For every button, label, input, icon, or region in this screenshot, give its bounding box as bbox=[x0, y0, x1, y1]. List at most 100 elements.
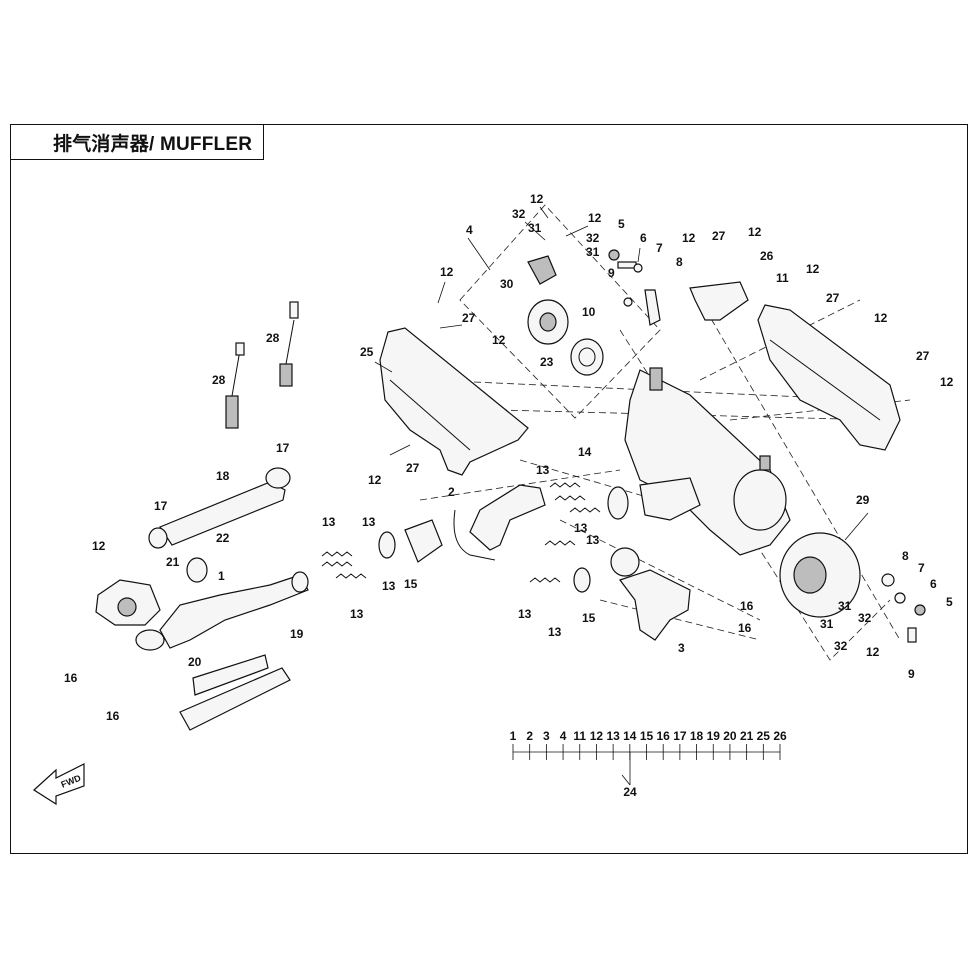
leader-lines bbox=[374, 206, 869, 786]
gasket-10 bbox=[570, 338, 604, 376]
callout-12h: 12 bbox=[440, 265, 454, 279]
callout-27c: 27 bbox=[916, 349, 930, 363]
callout-10: 10 bbox=[582, 305, 596, 319]
callout-27b: 27 bbox=[826, 291, 840, 305]
callout-32a: 32 bbox=[512, 207, 526, 221]
callout-13d: 13 bbox=[350, 607, 364, 621]
callout-8b: 8 bbox=[902, 549, 909, 563]
callout-27d: 27 bbox=[462, 311, 476, 325]
callout-31b: 31 bbox=[586, 245, 600, 259]
hardware-top-5-9 bbox=[608, 249, 661, 326]
heat-shield-11 bbox=[757, 304, 901, 451]
group-member-label: 25 bbox=[757, 729, 771, 743]
muffler-cap-21 bbox=[95, 579, 165, 651]
callout-12a: 12 bbox=[530, 192, 544, 206]
callout-12l: 12 bbox=[866, 645, 880, 659]
callout-9a: 9 bbox=[608, 266, 615, 280]
callout-29: 29 bbox=[856, 493, 870, 507]
callout-31d: 31 bbox=[820, 617, 834, 631]
group-member-label: 1 bbox=[510, 729, 517, 743]
callout-13h: 13 bbox=[518, 607, 532, 621]
end-cap-29 bbox=[733, 469, 861, 618]
callout-7b: 7 bbox=[918, 561, 925, 575]
sleeve-19 bbox=[179, 667, 291, 731]
callout-32b: 32 bbox=[586, 231, 600, 245]
o2-sensor-28b bbox=[279, 301, 299, 387]
diagram-frame bbox=[10, 124, 968, 854]
callout-16d: 16 bbox=[738, 621, 752, 635]
callout-13g: 13 bbox=[586, 533, 600, 547]
callout-12e: 12 bbox=[806, 262, 820, 276]
callout-13e: 13 bbox=[536, 463, 550, 477]
label-20 bbox=[192, 654, 269, 696]
sleeve-14 bbox=[607, 477, 701, 521]
callout-1: 1 bbox=[218, 569, 225, 583]
callout-4: 4 bbox=[466, 223, 473, 237]
head-pipe-2 bbox=[453, 484, 546, 561]
group-member-label: 21 bbox=[740, 729, 754, 743]
callout-16b: 16 bbox=[106, 709, 120, 723]
gasket-22 bbox=[186, 557, 208, 583]
page-title: 排气消声器/ MUFFLER bbox=[53, 133, 253, 155]
callout-31c: 31 bbox=[838, 599, 852, 613]
gasket-15b bbox=[573, 567, 591, 593]
callout-13c: 13 bbox=[382, 579, 396, 593]
callout-18: 18 bbox=[216, 469, 230, 483]
callout-16a: 16 bbox=[64, 671, 78, 685]
pipe-1 bbox=[159, 571, 309, 649]
callout-13i: 13 bbox=[548, 625, 562, 639]
group-member-label: 19 bbox=[707, 729, 721, 743]
group-member-label: 18 bbox=[690, 729, 704, 743]
callout-12b: 12 bbox=[588, 211, 602, 225]
callout-14: 14 bbox=[578, 445, 592, 459]
callout-15b: 15 bbox=[582, 611, 596, 625]
group-member-label: 13 bbox=[606, 729, 620, 743]
callout-13f: 13 bbox=[574, 521, 588, 535]
callout-26: 26 bbox=[760, 249, 774, 263]
group-member-label: 3 bbox=[543, 729, 550, 743]
callout-27e: 27 bbox=[406, 461, 420, 475]
title-box: 排气消声器/ MUFFLER bbox=[10, 124, 264, 160]
callout-16c: 16 bbox=[740, 599, 754, 613]
callout-31a: 31 bbox=[528, 221, 542, 235]
callout-30: 30 bbox=[500, 277, 514, 291]
group-label-24: 24 bbox=[623, 785, 637, 799]
callout-17b: 17 bbox=[154, 499, 168, 513]
callout-8a: 8 bbox=[676, 255, 683, 269]
callout-25: 25 bbox=[360, 345, 374, 359]
callout-28a: 28 bbox=[266, 331, 280, 345]
group-member-label: 16 bbox=[657, 729, 671, 743]
group-member-label: 12 bbox=[590, 729, 604, 743]
callout-28b: 28 bbox=[212, 373, 226, 387]
callout-6b: 6 bbox=[930, 577, 937, 591]
callout-12j: 12 bbox=[368, 473, 382, 487]
group-member-label: 20 bbox=[723, 729, 737, 743]
callout-11: 11 bbox=[776, 271, 789, 285]
callout-12k: 12 bbox=[92, 539, 106, 553]
bracket-30 bbox=[527, 255, 557, 285]
group-member-label: 11 bbox=[573, 729, 586, 743]
o2-sensor-28a bbox=[225, 342, 245, 429]
callout-27a: 27 bbox=[712, 229, 726, 243]
heat-shield-26 bbox=[689, 281, 749, 321]
callout-2: 2 bbox=[448, 485, 455, 499]
group-member-label: 15 bbox=[640, 729, 654, 743]
group-member-label: 17 bbox=[673, 729, 687, 743]
group-member-label: 14 bbox=[623, 729, 637, 743]
fwd-arrow-icon: FWD bbox=[33, 763, 85, 806]
callout-7a: 7 bbox=[656, 241, 663, 255]
hardware-right-5-9 bbox=[881, 573, 926, 643]
flange-23 bbox=[527, 299, 569, 345]
callout-12f: 12 bbox=[874, 311, 888, 325]
callout-12g: 12 bbox=[940, 375, 954, 389]
callout-20: 20 bbox=[188, 655, 202, 669]
callout-9b: 9 bbox=[908, 667, 915, 681]
callout-23: 23 bbox=[540, 355, 554, 369]
callout-19: 19 bbox=[290, 627, 304, 641]
callout-5a: 5 bbox=[618, 217, 625, 231]
group-member-label: 4 bbox=[560, 729, 567, 743]
callout-32d: 32 bbox=[834, 639, 848, 653]
